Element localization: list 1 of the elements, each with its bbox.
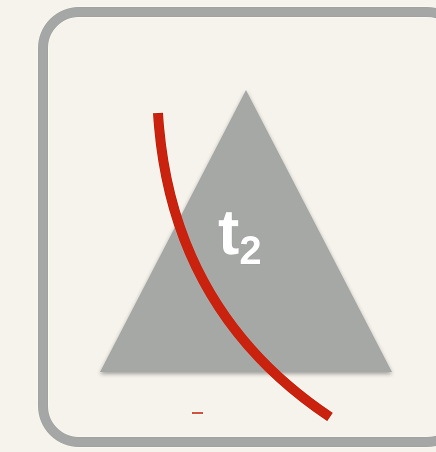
- variable-label: t$_{2}$: [218, 200, 262, 271]
